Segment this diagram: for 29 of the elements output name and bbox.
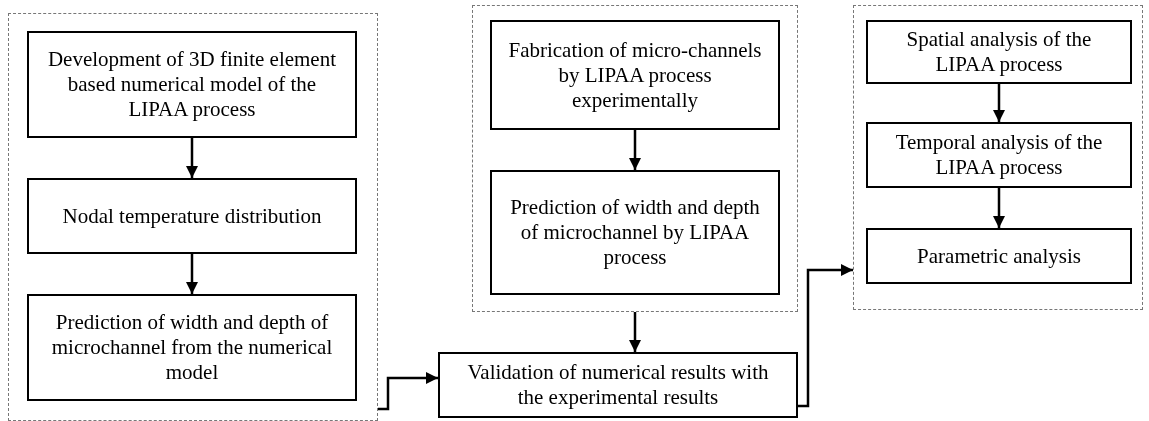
dashed-group-frame [853,5,1143,310]
dashed-group-frame [472,5,798,312]
box-text: Development of 3D finite element based numerical model of the LIPAA process [46,47,338,122]
arrow [185,254,199,294]
box-text: Prediction of width and depth of microchannel from the numerical model [50,310,334,385]
process-box [490,20,780,130]
arrow [992,84,1006,122]
box-text: Prediction of width and depth of microchannel by LIPAA process [509,195,761,270]
process-box [866,228,1132,284]
box-text: Temporal analysis of the LIPAA process [894,130,1104,180]
arrow [628,312,642,352]
box-text: Parametric analysis [917,243,1081,269]
process-box [866,20,1132,84]
process-box [27,31,357,138]
process-box [27,294,357,401]
process-box [438,352,798,418]
box-text: Validation of numerical results with the experimental results [466,360,770,410]
box-text: Nodal temperature distribution [62,203,322,229]
box-text: Spatial analysis of the LIPAA process [905,27,1093,77]
arrow [798,263,853,408]
process-box [27,178,357,254]
arrow [992,188,1006,228]
process-box [866,122,1132,188]
arrow [628,130,642,170]
arrow [185,138,199,178]
process-box [490,170,780,295]
box-text: Fabrication of micro-channels by LIPAA process experimentally [508,37,762,113]
arrow [378,371,438,411]
dashed-group-frame [8,13,378,421]
